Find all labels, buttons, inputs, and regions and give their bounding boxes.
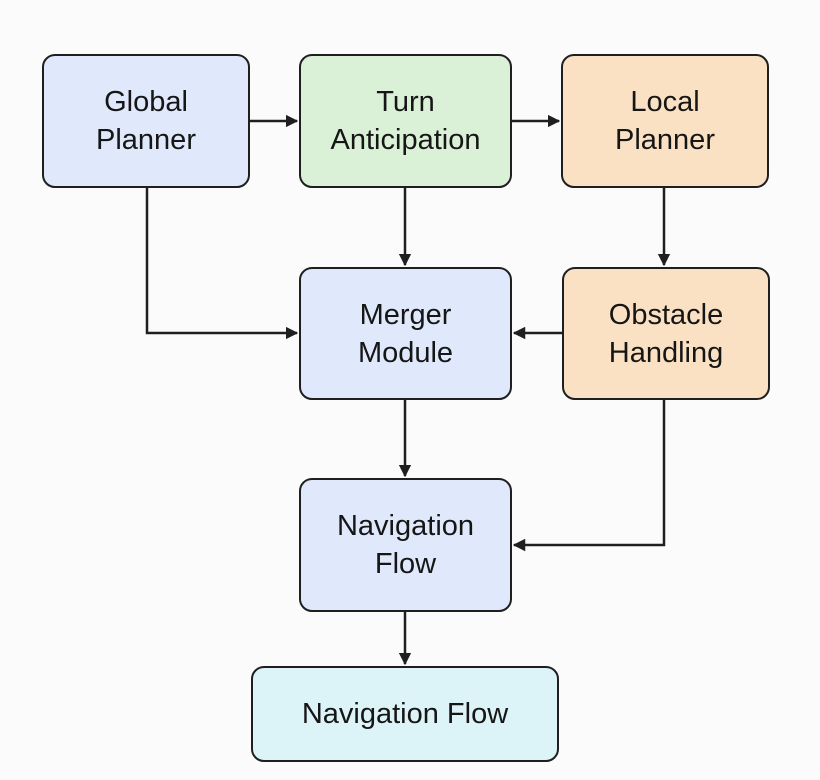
global-planner-node: Global Planner bbox=[42, 54, 250, 188]
merger-module-label: Merger Module bbox=[357, 298, 454, 369]
merger-module-node: Merger Module bbox=[299, 267, 512, 400]
global-planner-label: Global Planner bbox=[96, 86, 196, 156]
turn-anticipation-label: Turn Anticipation bbox=[330, 86, 481, 156]
obstacle-handling-label: Obstacle Handling bbox=[608, 298, 724, 369]
local-planner-label: Local Planner bbox=[615, 86, 715, 156]
navigation-flow-node: Navigation Flow bbox=[299, 478, 512, 612]
obstacle-handling-node: Obstacle Handling bbox=[562, 267, 770, 400]
navigation-flow-label: Navigation Flow bbox=[336, 510, 475, 580]
arrow-global-to-merger bbox=[145, 188, 299, 340]
turn-anticipation-node: Turn Anticipation bbox=[299, 54, 512, 188]
local-planner-node: Local Planner bbox=[561, 54, 769, 188]
arrow-obstacle-to-navflow bbox=[512, 400, 666, 552]
navigation-flow-final-label: Navigation Flow bbox=[301, 698, 509, 730]
navigation-flow-final-node: Navigation Flow bbox=[251, 666, 559, 762]
